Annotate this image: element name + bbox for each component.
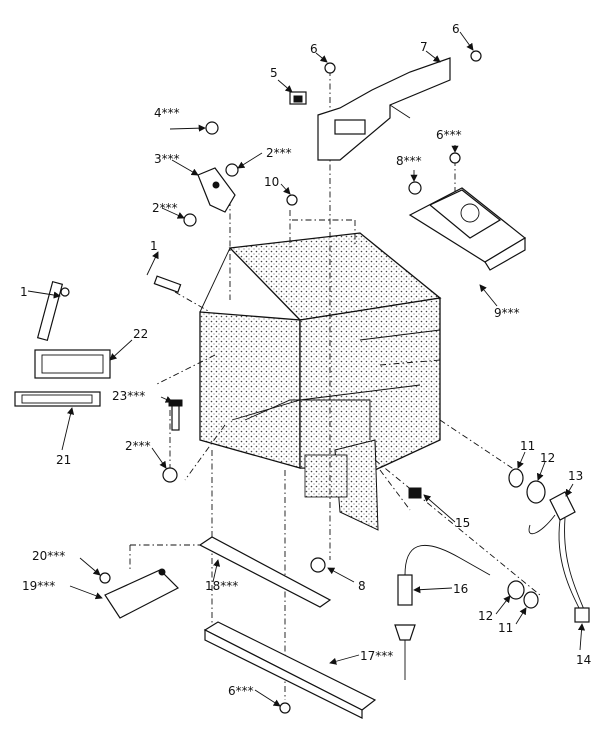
label-part-6: 6*** [436, 128, 462, 142]
part-1-pin [153, 275, 182, 293]
part-7-bracket [317, 57, 451, 161]
part-3-bracket [197, 167, 236, 213]
label-part-14: 14 [576, 653, 591, 667]
washers-11-12 [507, 468, 546, 609]
label-part-17: 17*** [360, 649, 393, 663]
label-part-2: 2*** [266, 146, 292, 160]
leader-lines [27, 31, 586, 707]
part-21-frame [14, 391, 101, 407]
label-part-7: 7 [420, 40, 428, 54]
label-part-10: 10 [264, 175, 279, 189]
part-23-screw [168, 399, 183, 431]
label-part-2: 2*** [152, 201, 178, 215]
label-part-5: 5 [270, 66, 278, 80]
part-13-lamp-wiring [528, 491, 590, 623]
part-9-transformer [408, 187, 527, 271]
label-part-6: 6 [310, 42, 318, 56]
label-part-3: 3*** [154, 152, 180, 166]
label-part-8: 8 [358, 579, 366, 593]
label-part-6: 6 [452, 22, 460, 36]
label-part-19: 19*** [22, 579, 55, 593]
label-part-12: 12 [540, 451, 555, 465]
label-part-16: 16 [453, 582, 468, 596]
label-part-13: 13 [568, 469, 583, 483]
part-17-trim [203, 621, 377, 719]
part-1-light-socket [36, 280, 70, 342]
part-22-lens [34, 349, 111, 379]
label-part-23: 23*** [112, 389, 145, 403]
part-18-strip [198, 536, 332, 608]
label-part-8: 8*** [396, 154, 422, 168]
part-5-clip [289, 91, 307, 105]
label-part-18: 18*** [205, 579, 238, 593]
part-16-probe [394, 544, 491, 680]
label-part-11: 11 [498, 621, 513, 635]
label-part-2: 2*** [125, 439, 151, 453]
label-part-11: 11 [520, 439, 535, 453]
label-part-6: 6*** [228, 684, 254, 698]
label-part-15: 15 [455, 516, 470, 530]
oven-cavity [199, 232, 442, 531]
part-labels: 1 1 4*** 3*** 2*** 2*** 2*** 5 6 6 6*** … [20, 22, 591, 698]
label-part-1: 1 [150, 239, 158, 253]
label-part-9: 9*** [494, 306, 520, 320]
label-part-4: 4*** [154, 106, 180, 120]
fasteners [99, 50, 482, 714]
label-part-20: 20*** [32, 549, 65, 563]
label-part-1: 1 [20, 285, 28, 299]
part-19-bracket [104, 568, 180, 619]
label-part-12: 12 [478, 609, 493, 623]
label-part-22: 22 [133, 327, 148, 341]
label-part-21: 21 [56, 453, 71, 467]
